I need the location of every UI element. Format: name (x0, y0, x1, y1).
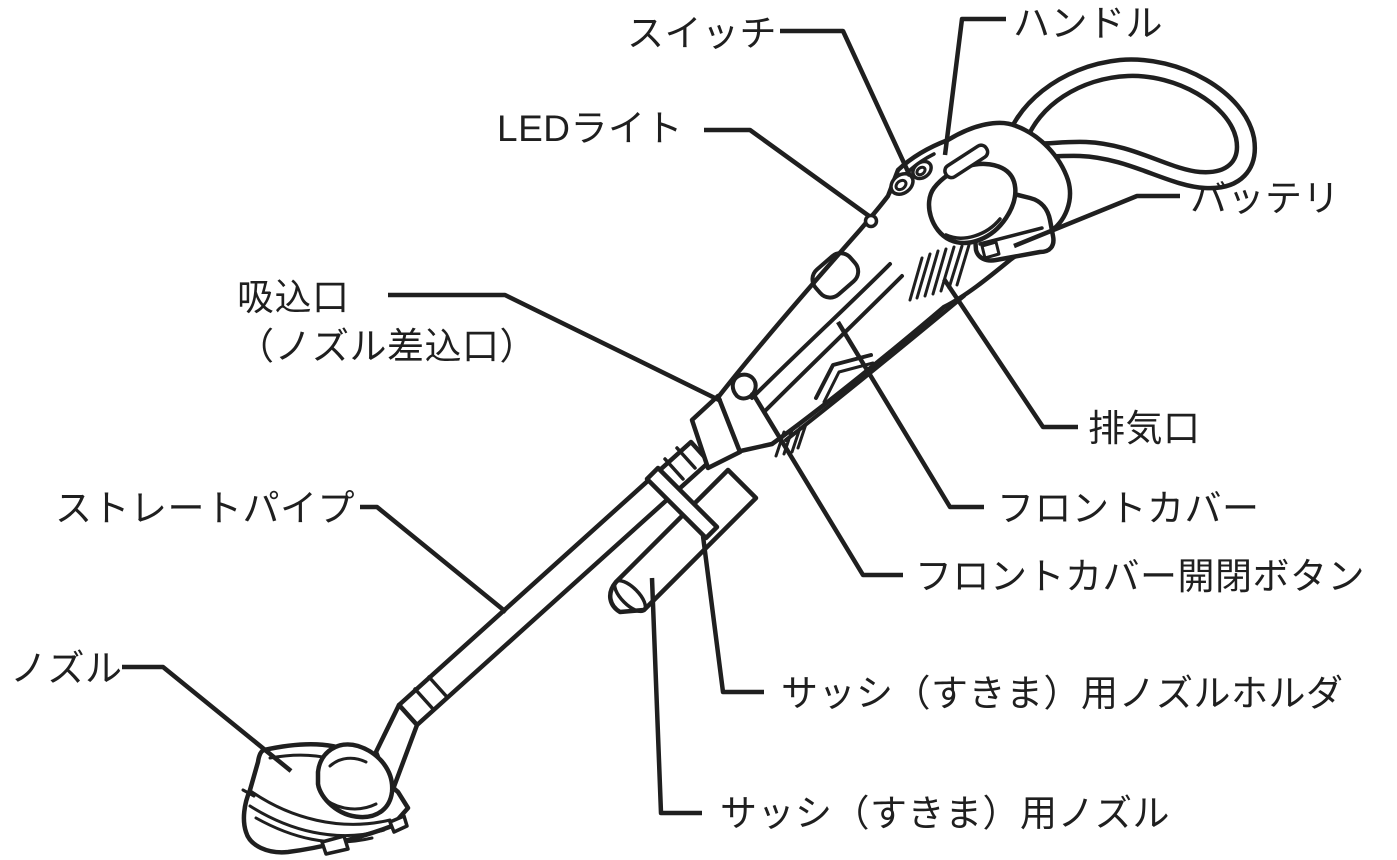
label-suction-inlet-line1: 吸込口 (237, 277, 350, 318)
label-led-light: LEDライト (497, 108, 683, 149)
floor-nozzle (241, 702, 420, 856)
label-front-cover-open-close-button: フロントカバー開閉ボタン (915, 556, 1365, 597)
sash-nozzle (607, 467, 759, 615)
leader-straight-pipe (360, 504, 508, 614)
label-sash-gap-nozzle: サッシ（すきま）用ノズル (720, 793, 1170, 834)
strap (1001, 57, 1258, 191)
label-handle: ハンドル (1013, 3, 1163, 44)
label-suction-inlet-line2: （ノズル差込口） (237, 325, 537, 367)
label-nozzle: ノズル (10, 648, 123, 689)
label-suction-inlet: 吸込口 （ノズル差込口） (237, 274, 537, 372)
leader-nozzle (122, 664, 293, 773)
switch-buttons (889, 159, 933, 196)
label-switch: スイッチ (627, 13, 777, 54)
label-exhaust-port: 排気口 (1088, 408, 1201, 449)
leader-lines (122, 16, 1180, 816)
leader-sash-nozzle-holder (700, 535, 764, 695)
label-straight-pipe: ストレートパイプ (55, 488, 355, 529)
label-battery: バッテリ (1190, 178, 1340, 219)
handle-slot (943, 143, 990, 180)
label-sash-gap-nozzle-holder: サッシ（すきま）用ノズルホルダ (781, 673, 1344, 714)
led-light (863, 213, 879, 229)
vacuum-body (713, 120, 1073, 458)
leader-handle (942, 16, 1006, 156)
leader-led-light (704, 127, 871, 218)
sash-nozzle-holder (644, 465, 720, 541)
suction-inlet (689, 372, 758, 471)
front-cover-open-close-button (730, 372, 758, 401)
leader-front-cover (836, 320, 984, 510)
leader-front-cover-button (750, 390, 903, 578)
leader-switch (780, 28, 913, 177)
leader-sash-nozzle (649, 577, 702, 816)
leader-battery (1013, 193, 1180, 249)
label-front-cover: フロントカバー (997, 488, 1260, 529)
exhaust-vents (908, 243, 971, 302)
handle (926, 143, 1018, 246)
leader-exhaust-port (942, 277, 1078, 430)
leader-suction-inlet (388, 292, 722, 404)
